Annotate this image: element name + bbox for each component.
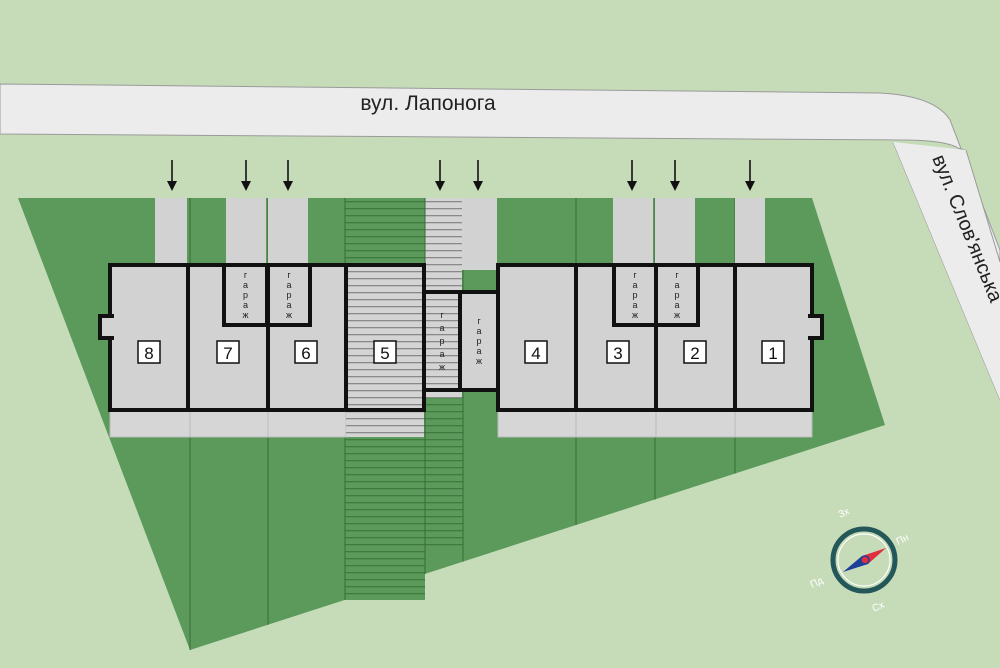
unit-number-4: 4 [524, 340, 548, 364]
garage-label: р [439, 336, 444, 346]
street-label-laponoha: вул. Лапонога [360, 92, 496, 115]
garage-label: а [243, 300, 248, 310]
entrance-arrow-icon [473, 160, 483, 191]
garage-label: а [439, 323, 444, 333]
garage-label: а [632, 300, 637, 310]
compass: Зх Пн Пд Сх [809, 506, 911, 615]
unit-number-8: 8 [137, 340, 161, 364]
unit-number-7: 7 [216, 340, 240, 364]
terrace [655, 409, 736, 438]
entrance-arrow-icon [627, 160, 637, 191]
entrance-arrow-icon [435, 160, 445, 191]
road-laponoha [0, 83, 1000, 306]
garage-label: г [675, 270, 679, 280]
terrace [734, 409, 813, 438]
garage-label: а [439, 349, 444, 359]
terrace [109, 409, 191, 438]
entrance-arrow-icon [241, 160, 251, 191]
entrance-arrow-icon [745, 160, 755, 191]
terrace [346, 410, 424, 437]
entrance-arrow-icon [283, 160, 293, 191]
terrace [497, 409, 577, 438]
compass-south: Пд [809, 575, 826, 591]
house-unit-4[interactable] [496, 263, 578, 412]
unit-number-2: 2 [683, 340, 707, 364]
garage-label: ж [476, 356, 482, 366]
garage-label: г [244, 270, 248, 280]
garage-label: р [632, 290, 637, 300]
compass-west: Зх [837, 506, 852, 521]
garage-label: г [633, 270, 637, 280]
entrance-arrow-icon [670, 160, 680, 191]
driveway [462, 198, 497, 270]
garage-label: г [440, 310, 444, 320]
garage-label: а [243, 280, 248, 290]
garage-label: р [476, 336, 481, 346]
garage-label: а [476, 346, 481, 356]
terrace [267, 409, 347, 438]
svg-text:6: 6 [301, 344, 310, 363]
garage-label: а [286, 300, 291, 310]
unit-number-6: 6 [294, 340, 318, 364]
driveway [268, 198, 308, 270]
svg-text:2: 2 [690, 344, 699, 363]
terrace [189, 409, 269, 438]
garage-label: ж [632, 310, 638, 320]
garage-label: ж [242, 310, 248, 320]
svg-text:5: 5 [380, 344, 389, 363]
garage-label: ж [674, 310, 680, 320]
compass-east: Сх [871, 600, 887, 615]
garage-label: а [632, 280, 637, 290]
garage-label: р [243, 290, 248, 300]
garage-label: а [674, 280, 679, 290]
house-unit-8[interactable] [108, 263, 190, 412]
garage-label: г [477, 316, 481, 326]
driveway [613, 198, 653, 270]
garage-label: ж [286, 310, 292, 320]
driveway [155, 198, 187, 270]
garage-label: р [286, 290, 291, 300]
unit-number-1: 1 [761, 340, 785, 364]
garage-label: а [674, 300, 679, 310]
garage-label: г [287, 270, 291, 280]
garage-label: ж [439, 362, 445, 372]
svg-text:7: 7 [223, 344, 232, 363]
garage-label: а [286, 280, 291, 290]
house-unit-5[interactable] [344, 263, 426, 412]
house-unit-1[interactable] [733, 263, 814, 412]
garage-label: р [674, 290, 679, 300]
entrance-arrow-icon [167, 160, 177, 191]
terrace [575, 409, 657, 438]
unit-number-3: 3 [606, 340, 630, 364]
svg-text:1: 1 [768, 344, 777, 363]
svg-text:8: 8 [144, 344, 153, 363]
compass-north: Пн [895, 532, 911, 547]
svg-text:3: 3 [613, 344, 622, 363]
svg-text:4: 4 [531, 344, 540, 363]
driveway [655, 198, 695, 270]
driveway [735, 198, 765, 270]
driveway [226, 198, 266, 270]
unit-number-5: 5 [373, 340, 397, 364]
garage-label: а [476, 326, 481, 336]
